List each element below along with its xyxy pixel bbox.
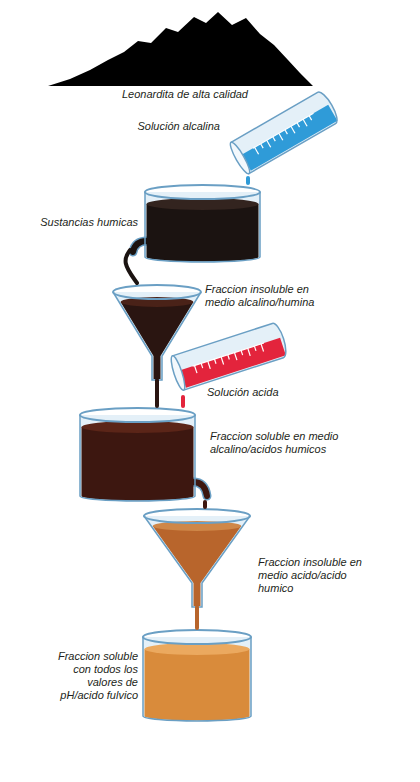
graduation-tick [309, 116, 312, 120]
liquid-stream [195, 607, 199, 628]
liquid-stream [155, 380, 159, 406]
beaker-outline [80, 415, 195, 501]
funnel-rim [144, 509, 250, 523]
beaker-glass [145, 192, 260, 262]
beaker-outline [145, 192, 260, 262]
graduation-tick [214, 359, 216, 364]
label-box: Fraccion soluble en medio alcalino/acido… [210, 430, 352, 456]
shape-outline [160, 320, 300, 397]
tilted-beaker [169, 322, 289, 392]
graduation-tick [285, 130, 288, 134]
funnel-node: Fraccion insoluble en medio acido/acido … [143, 507, 251, 607]
graduation-tick [228, 355, 230, 360]
node-label: Fraccion insoluble en medio alcalino/hum… [205, 283, 340, 309]
graduation-tick [303, 119, 307, 126]
node-label: Sustancias humicas [10, 216, 138, 229]
beaker-node: Fraccion soluble en medio alcalino/acido… [78, 406, 212, 502]
node-label: Leonardita de alta calidad [105, 88, 265, 101]
beaker-glass [80, 415, 195, 501]
beaker-rim [80, 408, 195, 422]
graduation-tick [255, 147, 259, 154]
beaker-liquid [242, 105, 338, 171]
graduation-tick [195, 366, 197, 374]
graduation-tick [297, 123, 300, 127]
shape-outline [78, 406, 212, 502]
graduation-tick [201, 363, 203, 368]
label-box: Fraccion soluble con todos los valores d… [50, 650, 138, 702]
node-label: Solución alcalina [90, 120, 220, 133]
beaker-node: Solución acida [160, 320, 300, 397]
mountain-node: Leonardita de alta calidad [48, 8, 313, 86]
beaker-outline [143, 637, 251, 721]
tilted-beaker [228, 89, 341, 175]
graduation-tick [273, 137, 276, 141]
funnel-outline [144, 516, 250, 607]
beaker-node: Solución alcalina [225, 90, 340, 178]
beaker-node: Sustancias humicas [130, 183, 262, 263]
shape-outline [48, 8, 313, 86]
liquid-stream [181, 397, 185, 406]
node-label: Solución acida [207, 386, 297, 399]
liquid-stream [203, 502, 207, 507]
beaker-glass [172, 322, 289, 391]
liquid-stream [246, 178, 250, 183]
node-label: Fraccion insoluble en medio acido/acido … [258, 556, 373, 595]
graduation-tick [221, 357, 223, 365]
shape-outline [130, 183, 262, 263]
graduation-tick [234, 353, 236, 361]
graduation-tick [241, 350, 243, 355]
beaker-glass [231, 89, 341, 173]
funnel-glass [144, 516, 250, 607]
beaker-rim [143, 630, 251, 644]
beaker-outline [172, 322, 289, 391]
label-box: Solución alcalina [90, 120, 220, 133]
graduation-tick [267, 140, 271, 147]
shape-outline [225, 90, 340, 178]
funnel-rim [113, 285, 201, 299]
mountain-silhouette [48, 12, 313, 86]
graduation-tick [254, 346, 256, 351]
label-box: Fraccion insoluble en medio acido/acido … [258, 556, 373, 595]
beaker-glass [143, 637, 251, 721]
graduation-tick [248, 348, 250, 356]
funnel-liquid [153, 526, 242, 606]
graduation-line [193, 343, 264, 366]
beaker-node: Fraccion soluble con todos los valores d… [142, 628, 252, 722]
beaker-mouth [169, 355, 188, 392]
label-box: Leonardita de alta calidad [105, 88, 265, 101]
graduation-tick [261, 144, 264, 148]
graduation-tick [279, 133, 283, 140]
shape-outline [143, 507, 251, 607]
graduation-line [253, 113, 314, 148]
graduation-tick [261, 344, 263, 352]
beaker-liquid [145, 649, 250, 721]
graduation-tick [208, 361, 210, 369]
node-label: Fraccion soluble con todos los valores d… [50, 650, 138, 702]
beaker-rim [145, 185, 260, 199]
node-label: Fraccion soluble en medio alcalino/acido… [210, 430, 352, 456]
beaker-outline [231, 89, 341, 173]
beaker-liquid [147, 204, 259, 262]
shape-outline [142, 628, 252, 722]
graduation-tick [291, 126, 295, 133]
beaker-mouth [228, 140, 253, 175]
label-box: Fraccion insoluble en medio alcalino/hum… [205, 283, 340, 309]
label-box: Solución acida [207, 386, 297, 399]
beaker-liquid [82, 427, 194, 501]
label-box: Sustancias humicas [10, 216, 138, 229]
